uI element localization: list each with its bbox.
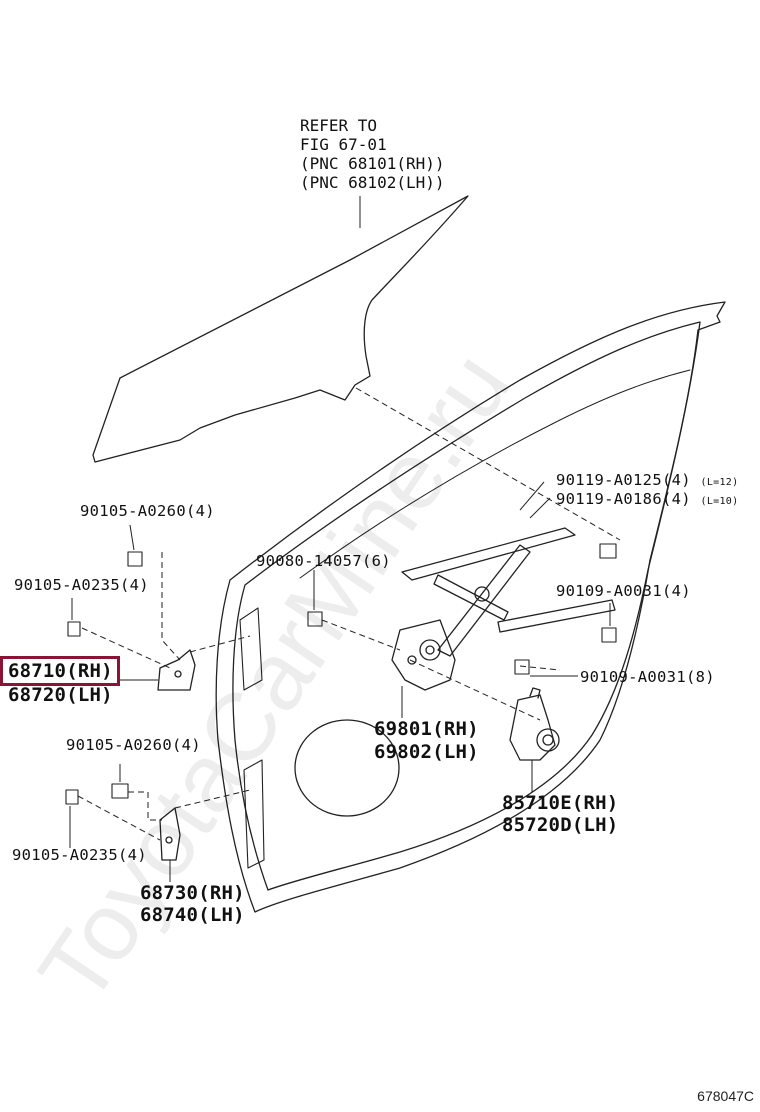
part-90105-a0235-bot[interactable]: 90105-A0235(4) <box>12 846 147 864</box>
part-number: 90119-A0125(4) <box>556 471 691 489</box>
upper-hinge <box>157 649 196 691</box>
window-motor <box>509 694 556 761</box>
refer-line-3: (PNC 68101(RH)) <box>300 154 445 173</box>
part-90105-a0260-top[interactable]: 90105-A0260(4) <box>80 502 215 520</box>
part-90080-14057[interactable]: 90080-14057(6) <box>256 552 391 570</box>
part-69801-rh[interactable]: 69801(RH) <box>374 718 479 740</box>
regulator-bracket <box>391 619 456 691</box>
part-68710-rh[interactable]: 68710(RH) <box>8 660 113 682</box>
part-68730-rh[interactable]: 68730(RH) <box>140 882 245 904</box>
part-90105-a0260-bot[interactable]: 90105-A0260(4) <box>66 736 201 754</box>
part-90109-a0031-8[interactable]: 90109-A0031(8) <box>580 668 715 686</box>
lower-hinge <box>159 807 181 861</box>
part-85720d-lh[interactable]: 85720D(LH) <box>502 814 619 836</box>
part-note: (L=10) <box>700 496 739 507</box>
refer-line-1: REFER TO <box>300 116 378 135</box>
part-note: (L=12) <box>700 477 739 488</box>
part-69802-lh[interactable]: 69802(LH) <box>374 741 479 763</box>
part-85710e-rh[interactable]: 85710E(RH) <box>502 792 619 814</box>
speaker-opening <box>294 719 400 817</box>
highlight-box <box>0 656 120 686</box>
door-frame-outer <box>215 301 726 913</box>
door-frame-inner <box>232 321 701 891</box>
part-90119-a0125[interactable]: 90119-A0125(4) (L=12) <box>556 471 739 489</box>
refer-line-2: FIG 67-01 <box>300 135 387 154</box>
part-68740-lh[interactable]: 68740(LH) <box>140 904 245 926</box>
part-90109-a0031-4[interactable]: 90109-A0031(4) <box>556 582 691 600</box>
part-90105-a0235-top[interactable]: 90105-A0235(4) <box>14 576 149 594</box>
regulator-rail-lower <box>497 599 616 633</box>
refer-note: REFER TO FIG 67-01 (PNC 68101(RH)) (PNC … <box>300 116 445 192</box>
regulator-rail-upper <box>401 527 576 581</box>
door-glass <box>92 195 469 463</box>
refer-line-4: (PNC 68102(LH)) <box>300 173 445 192</box>
diagram-id: 678047C <box>697 1088 754 1104</box>
part-90119-a0186[interactable]: 90119-A0186(4) (L=10) <box>556 490 739 508</box>
part-number: 90119-A0186(4) <box>556 490 691 508</box>
part-68720-lh[interactable]: 68720(LH) <box>8 684 113 706</box>
